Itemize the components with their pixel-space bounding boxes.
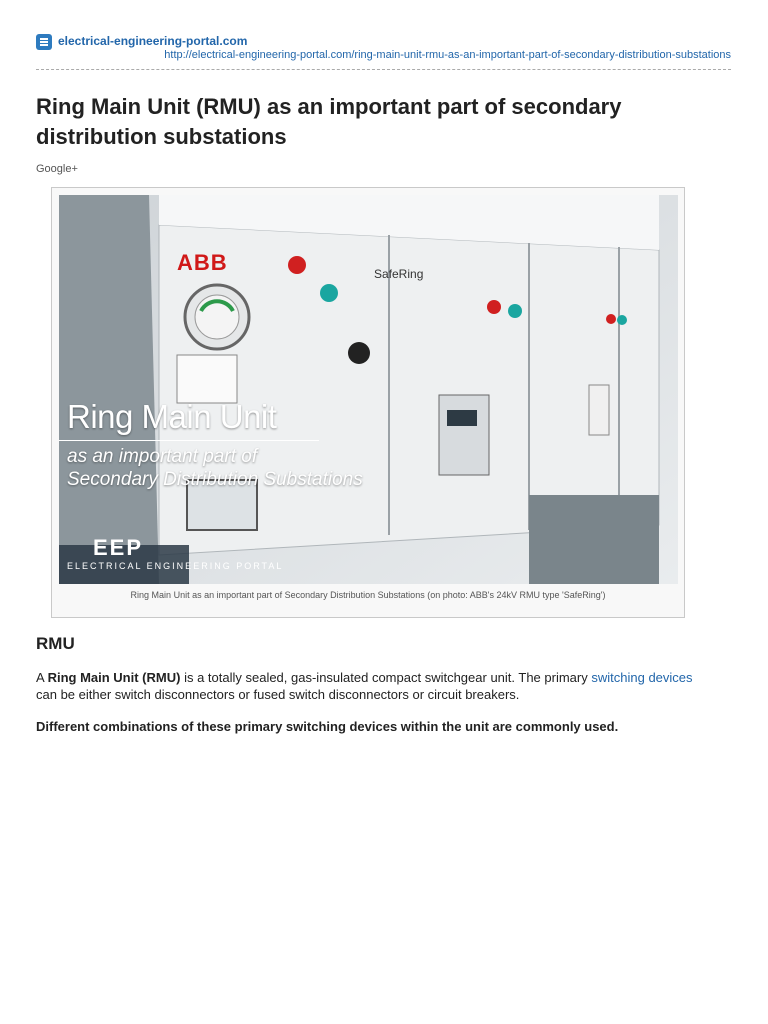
rmu-photo: ABB SafeRing Ring Main Unit as an import… (59, 195, 678, 584)
overlay-title: Ring Main Unit (67, 398, 277, 435)
site-name-link[interactable]: electrical-engineering-portal.com (58, 34, 248, 48)
eep-logo-text: ELECTRICAL ENGINEERING PORTAL (67, 561, 284, 571)
bold-paragraph: Different combinations of these primary … (36, 719, 619, 734)
abb-logo: ABB (177, 250, 228, 275)
section-heading: RMU (36, 634, 75, 653)
source-url-link[interactable]: http://electrical-engineering-portal.com… (164, 49, 731, 61)
overlay-divider (59, 440, 319, 441)
intro-paragraph: A Ring Main Unit (RMU) is a totally seal… (36, 669, 701, 703)
product-label: SafeRing (374, 267, 424, 281)
divider (36, 69, 731, 70)
figure-caption: Ring Main Unit as an important part of S… (130, 590, 606, 600)
switchgear-illustration (59, 195, 678, 584)
overlay-subtitle-line2: Secondary Distribution Substations (67, 469, 363, 490)
p1-suffix: can be either switch disconnectors or fu… (36, 687, 520, 702)
google-plus-label[interactable]: Google+ (36, 163, 78, 175)
overlay-subtitle-line1: as an important part of (67, 446, 258, 467)
p1-prefix: A (36, 670, 48, 685)
source-bar: electrical-engineering-portal.com http:/… (36, 32, 731, 72)
p1-middle: is a totally sealed, gas-insulated compa… (180, 670, 592, 685)
p1-bold-term: Ring Main Unit (RMU) (47, 670, 181, 685)
eep-logo: EEP (93, 535, 144, 560)
switching-devices-link[interactable]: switching devices (591, 670, 693, 685)
overlay-subtitle: as an important part of Secondary Distri… (67, 445, 363, 491)
document-icon (36, 34, 52, 50)
article-figure: ABB SafeRing Ring Main Unit as an import… (51, 187, 685, 618)
article-title: Ring Main Unit (RMU) as an important par… (36, 94, 622, 149)
